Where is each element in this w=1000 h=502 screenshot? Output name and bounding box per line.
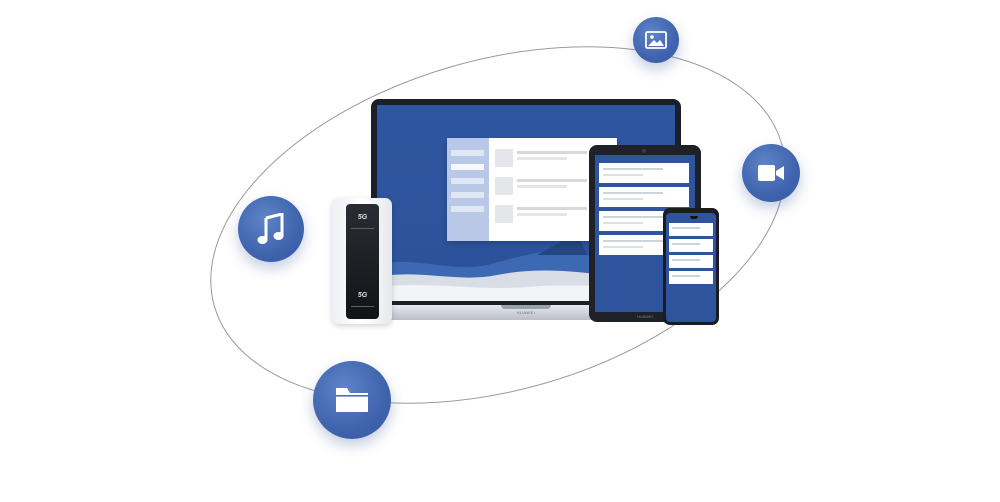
video-camera-icon [758,165,784,181]
tablet-brand: HUAWEI [637,314,653,319]
mifi-bottom-label: 5G [357,292,368,299]
music-note-icon [257,213,284,244]
image-bubble [633,17,679,63]
phone [663,208,719,325]
list-item [495,176,613,196]
laptop-brand: HUAWEI [516,310,536,315]
image-icon [645,31,667,49]
app-window [447,138,617,241]
list-item [495,148,613,168]
mifi-face: 5G 5G [346,204,379,319]
list-item [669,239,713,252]
video-bubble [742,144,800,202]
folder-bubble [313,361,391,439]
folder-icon [336,388,368,412]
phone-notch [690,216,698,219]
app-sidebar [447,138,489,241]
phone-screen [666,213,716,322]
list-item [669,255,713,268]
list-item [669,223,713,236]
sidebar-item [451,178,484,184]
list-item [669,271,713,284]
mifi-top-label: 5G [357,214,368,221]
sidebar-item [451,206,484,212]
list-item [495,204,613,224]
mobile-wifi-device: 5G 5G [332,198,392,324]
tablet-camera [642,149,646,153]
sidebar-item [451,150,484,156]
laptop-hinge [501,305,551,309]
sidebar-item [451,192,484,198]
list-item [599,163,689,183]
list-item [599,187,689,207]
sidebar-item-active [451,164,484,170]
music-bubble [238,196,304,262]
